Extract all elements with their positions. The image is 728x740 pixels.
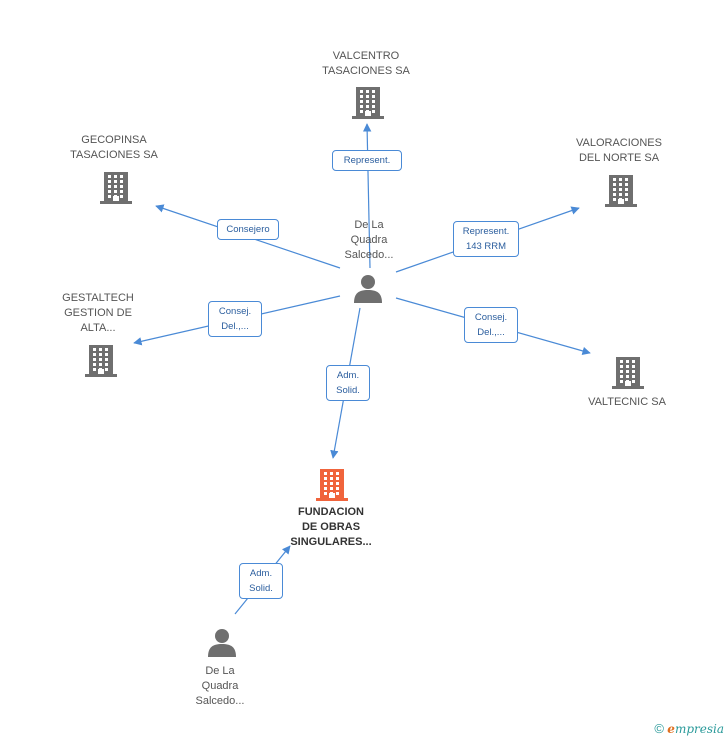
label-line: FUNDACION xyxy=(298,506,364,518)
label-line: VALCENTRO xyxy=(332,50,400,62)
node-label-bottom-person[interactable]: De La Quadra Salcedo... xyxy=(170,664,270,709)
label-line: GESTION DE xyxy=(64,307,132,319)
label-line: De La xyxy=(205,665,235,677)
edge-label-adm-fundacion[interactable]: Adm. Solid. xyxy=(326,365,370,401)
building-icon-valtecnic[interactable] xyxy=(612,355,644,394)
node-label-valoraciones[interactable]: VALORACIONES DEL NORTE SA xyxy=(569,136,669,166)
edge-label-line: Consejero xyxy=(226,224,270,235)
edge-label-line: Del.,... xyxy=(477,327,505,338)
edge-label-adm-bottom[interactable]: Adm. Solid. xyxy=(239,563,283,599)
label-line: VALORACIONES xyxy=(576,137,662,149)
empresia-logo: © empresia xyxy=(654,721,724,736)
label-line: TASACIONES SA xyxy=(70,149,158,161)
label-line: Salcedo... xyxy=(195,695,245,707)
brand-rest: mpresia xyxy=(674,722,724,736)
building-icon-valoraciones[interactable] xyxy=(605,173,637,212)
label-line: De La xyxy=(354,219,384,231)
brand-name: empresia xyxy=(667,722,724,736)
building-icon-valcentro[interactable] xyxy=(352,85,384,124)
label-line: DEL NORTE SA xyxy=(578,152,660,164)
edge-label-consej-valtecnic[interactable]: Consej. Del.,... xyxy=(464,307,518,343)
label-line: ALTA... xyxy=(80,322,116,334)
edge-label-consejero-gecopinsa[interactable]: Consejero xyxy=(217,219,279,240)
person-icon-bottom[interactable] xyxy=(207,628,237,663)
label-line: TASACIONES SA xyxy=(322,65,410,77)
edge-label-line: Solid. xyxy=(336,385,360,396)
edge-label-line: Solid. xyxy=(249,583,273,594)
building-icon-gestaltech[interactable] xyxy=(85,343,117,382)
label-line: GECOPINSA xyxy=(81,134,147,146)
edge-label-line: Del.,... xyxy=(221,321,249,332)
person-icon-center[interactable] xyxy=(353,274,383,309)
node-label-gestaltech[interactable]: GESTALTECH GESTION DE ALTA... xyxy=(48,291,148,336)
edge-label-represent-valcentro[interactable]: Represent. xyxy=(332,150,402,171)
label-line: Quadra xyxy=(350,234,388,246)
label-line: Quadra xyxy=(201,680,239,692)
building-icon-gecopinsa[interactable] xyxy=(100,170,132,209)
label-line: GESTALTECH xyxy=(62,292,134,304)
copyright-symbol: © xyxy=(654,721,664,736)
edge-label-line: Adm. xyxy=(336,370,360,381)
brand-letter: e xyxy=(667,722,675,736)
edge-label-line: 143 RRM xyxy=(465,241,507,252)
edge-label-represent-valoraciones[interactable]: Represent. 143 RRM xyxy=(453,221,519,257)
edge-to-valcentro xyxy=(362,123,372,269)
edge-label-line: Consej. xyxy=(474,312,508,323)
node-label-center-person[interactable]: De La Quadra Salcedo... xyxy=(319,218,419,263)
edge-label-consej-gestaltech[interactable]: Consej. Del.,... xyxy=(208,301,262,337)
node-label-valcentro[interactable]: VALCENTRO TASACIONES SA xyxy=(316,49,416,79)
edge-label-line: Consej. xyxy=(218,306,252,317)
label-line: Salcedo... xyxy=(344,249,394,261)
label-line: SINGULARES... xyxy=(290,536,372,548)
label-line: VALTECNIC SA xyxy=(588,396,666,408)
node-label-valtecnic[interactable]: VALTECNIC SA xyxy=(577,395,677,410)
building-icon-fundacion[interactable] xyxy=(316,467,348,506)
label-line: DE OBRAS xyxy=(301,521,361,533)
edge-label-line: Represent. xyxy=(343,155,391,166)
node-label-gecopinsa[interactable]: GECOPINSA TASACIONES SA xyxy=(64,133,164,163)
edge-label-line: Represent. xyxy=(462,226,510,237)
node-label-fundacion[interactable]: FUNDACION DE OBRAS SINGULARES... xyxy=(279,505,383,550)
edge-label-line: Adm. xyxy=(249,568,273,579)
